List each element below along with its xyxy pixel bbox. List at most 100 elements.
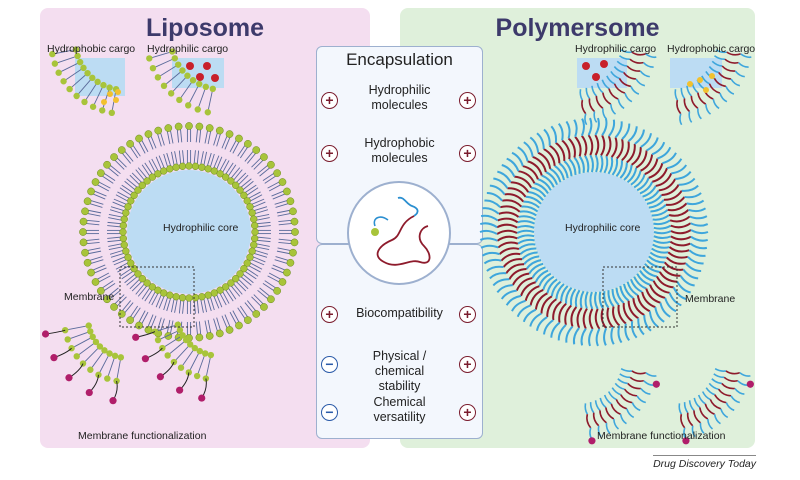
hydrophilic-block [633,173,646,189]
hydrophilic-block [630,321,638,339]
lipid-head [124,253,132,261]
hydrophobic-block [649,284,666,299]
lipid-tail [61,63,78,72]
lipid-head [216,170,224,178]
hydrophilic-block [687,256,704,265]
lipid-head [202,83,210,91]
lipid-head [286,258,295,267]
lipid-head [250,215,258,223]
hydrophilic-block [481,251,500,257]
hydrophilic-block [615,287,625,304]
lipid-head [227,177,235,185]
hydrophilic-block [542,275,555,291]
lipid-head [185,122,193,130]
row-hydrophobic: Hydrophobic molecules [347,136,452,166]
lipid-head [110,303,118,311]
hydrophilic-block [573,156,581,174]
hydrophilic-block [611,158,619,176]
hydrophilic-block [674,89,679,101]
lipid-head [189,77,197,84]
lipid-head [236,186,244,194]
polymersome-cargo-right-label: Hydrophobic cargo [667,43,756,55]
hydrophobic-block [582,308,588,330]
hydrophilic-block [713,414,721,425]
hydrophilic-block [637,318,645,336]
hydrophilic-block [516,224,535,229]
hydrophobic-block [534,292,548,310]
hydrophobic-block [680,414,686,429]
hydrophobic-block [497,241,519,249]
hydrophilic-block [601,79,610,90]
hydrophilic-block [714,368,727,372]
hydrophilic-block [649,251,667,259]
hydrophilic-block [584,154,590,173]
lipid-tail [107,358,115,376]
hydrophilic-block [639,70,650,78]
lipid-head [222,173,230,181]
hydrophilic-block [676,281,691,294]
hydrophilic-block [690,222,709,227]
hydrophilic-block [617,378,628,385]
lipid-head [72,46,80,53]
hydrophilic-block [584,291,589,310]
hydrophilic-block [666,158,683,170]
row-label-line2: molecules [371,98,428,112]
lipid-tail [78,79,91,95]
hydrophilic-block [610,104,617,115]
hydrophilic-block [699,422,705,434]
lipid-head [186,341,194,348]
lipid-tail [155,59,173,68]
lipid-head [185,102,192,109]
hydrophilic-block [690,229,709,235]
hydrophobic-block [610,137,618,158]
hydrophobic-block [524,285,540,302]
hydrophilic-block [737,62,749,68]
hydrophobic-block [570,306,578,327]
lipid-head [144,130,153,138]
hydrophilic-block [489,184,506,195]
hydrophilic-block [713,373,725,379]
polymersome-core [534,172,654,292]
ligand-dot [132,333,140,341]
hydrophobic-block [498,247,520,255]
hydrophilic-block [565,325,574,343]
lipid-head [124,203,132,211]
hydrophilic-block [505,294,522,306]
hydrophilic-block [725,402,735,412]
hydrophilic-block [538,272,552,287]
hydrophobic-block [546,298,557,318]
hydrophilic-block [589,427,593,440]
hydrophilic-block [557,324,567,341]
hydrophobic-block [627,382,641,390]
hydrophilic-block [492,278,510,287]
lipid-head [179,332,186,339]
hydrophilic-block [651,141,666,156]
hydrophilic-block [511,299,526,312]
lipid-head [122,209,130,217]
hydrophilic-block [646,137,659,152]
lipid-head [216,286,224,294]
lipid-head [251,234,259,243]
hydrophobic-block [564,304,572,326]
hydrophobic-block [594,308,601,330]
hydrophilic-block [678,177,696,186]
lipid-head [101,347,108,354]
lipid-head [134,270,142,278]
hydrophilic-cargo-dot [186,62,194,70]
hydrophobic-block [552,300,562,321]
hydrophobic-block [669,240,691,247]
lipid-head [178,294,187,302]
lipid-head [103,295,111,304]
lipid-head [81,248,89,257]
lipid-tail [160,330,178,340]
hydrophilic-block [531,266,546,279]
lipid-head [235,321,243,330]
hydrophilic-block [550,125,558,143]
lipid-head [127,259,135,267]
hydrophilic-block [679,275,695,287]
lipid-head [176,326,184,334]
hydrophilic-block [580,328,587,346]
hydrophilic-block [560,285,569,302]
lipid-head [89,74,96,82]
hydrophobic-cargo-dot [107,91,113,97]
